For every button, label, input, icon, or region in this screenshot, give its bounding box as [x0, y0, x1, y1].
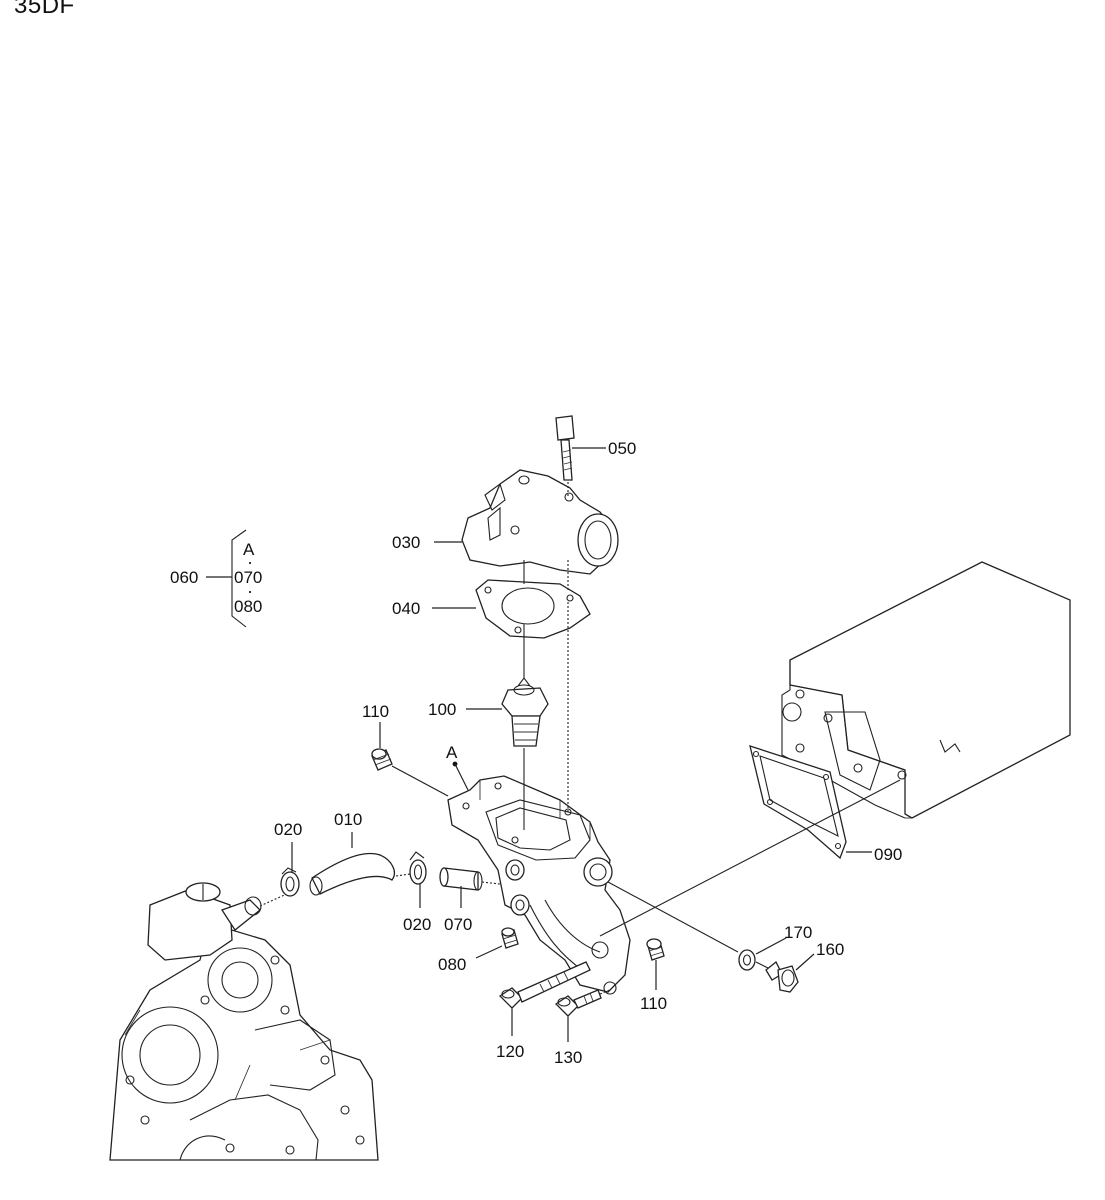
- group-legend: 060 A 070 080: [170, 529, 262, 628]
- callout-080: 080: [438, 955, 466, 974]
- callout-110-upper: 110: [362, 702, 389, 721]
- callout-160: 160: [816, 940, 844, 959]
- assembly-axes: [523, 560, 901, 971]
- bolt-120: 120: [496, 961, 591, 1061]
- water-pump-housing: [109, 882, 379, 1161]
- bolt-130: 130: [554, 989, 611, 1067]
- hose-clamp-left: [280, 867, 300, 897]
- washer-170: 170: [738, 923, 812, 971]
- callout-130: 130: [554, 1048, 582, 1067]
- callout-090: 090: [874, 845, 902, 864]
- callout-110-lower: 110: [640, 994, 667, 1013]
- gasket-090: 090: [749, 745, 902, 864]
- callout-170: 170: [784, 923, 812, 942]
- callout-010: 010: [334, 810, 362, 829]
- callout-020-right: 020: [403, 915, 431, 934]
- plug-160: 160: [765, 940, 844, 993]
- bolt-050: 050: [555, 415, 636, 496]
- callout-120: 120: [496, 1042, 524, 1061]
- thermostat-housing-030: 030: [392, 469, 619, 575]
- model-title: 35DF: [14, 0, 75, 19]
- callout-100: 100: [428, 700, 456, 719]
- legend-group-label: 060: [170, 568, 198, 587]
- legend-member-a: A: [243, 540, 255, 559]
- plug-080: 080: [438, 927, 519, 974]
- thermostat-case-a: A: [446, 743, 631, 995]
- hose-clamp-right: [409, 851, 427, 885]
- gasket-040: 040: [392, 579, 591, 639]
- legend-member-070: 070: [234, 568, 262, 587]
- callout-020-left: 020: [274, 820, 302, 839]
- legend-member-080: 080: [234, 597, 262, 616]
- callout-070: 070: [444, 915, 472, 934]
- callout-040: 040: [392, 599, 420, 618]
- hose-assembly: 020 010 020 070: [259, 810, 501, 934]
- callout-ref-a: A: [446, 743, 458, 762]
- plug-110-upper: 110: [362, 702, 449, 797]
- engine-block-right: [781, 561, 1071, 819]
- callout-030: 030: [392, 533, 420, 552]
- callout-050: 050: [608, 439, 636, 458]
- thermostat-100: 100: [428, 677, 549, 747]
- plug-110-lower: 110: [640, 938, 667, 1013]
